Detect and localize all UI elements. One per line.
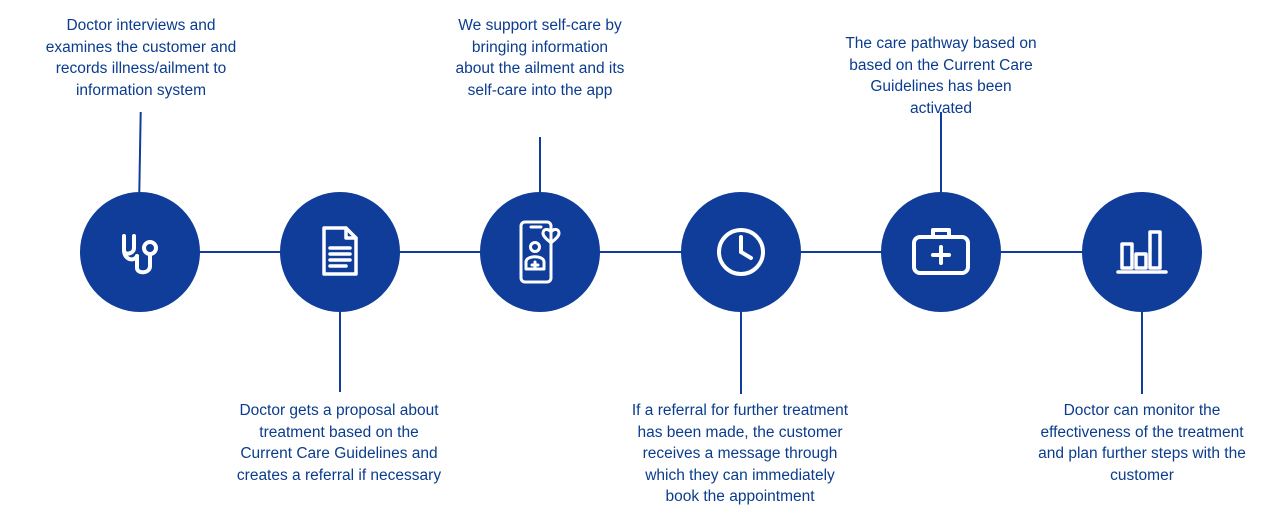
- step-5-caption: The care pathway based on based on the C…: [845, 35, 1037, 117]
- step-3-caption: We support self-care by bringing informa…: [455, 17, 625, 99]
- step-1-connector: [138, 111, 142, 193]
- step-5-connector: [940, 112, 942, 192]
- bar-chart-icon: [1114, 226, 1170, 278]
- timeline-line: [140, 251, 1142, 253]
- step-6-connector: [1141, 312, 1143, 394]
- step-2-caption: Doctor gets a proposal about treatment b…: [236, 402, 442, 484]
- stethoscope-icon: [110, 222, 170, 282]
- step-1-node: [80, 192, 200, 312]
- document-icon: [316, 224, 364, 280]
- step-4-caption: If a referral for further treatment has …: [631, 402, 849, 506]
- step-3-node: [480, 192, 600, 312]
- mobile-app-icon: [515, 219, 565, 285]
- first-aid-kit-icon: [909, 224, 973, 280]
- step-1-caption: Doctor interviews and examines the custo…: [45, 17, 237, 99]
- step-4-node: [681, 192, 801, 312]
- step-6-caption: Doctor can monitor the effectiveness of …: [1038, 402, 1246, 484]
- step-6-node: [1082, 192, 1202, 312]
- clock-icon: [713, 224, 769, 280]
- step-2-node: [280, 192, 400, 312]
- step-3-connector: [539, 137, 541, 192]
- step-5-node: [881, 192, 1001, 312]
- step-2-connector: [339, 312, 341, 392]
- step-4-connector: [740, 312, 742, 394]
